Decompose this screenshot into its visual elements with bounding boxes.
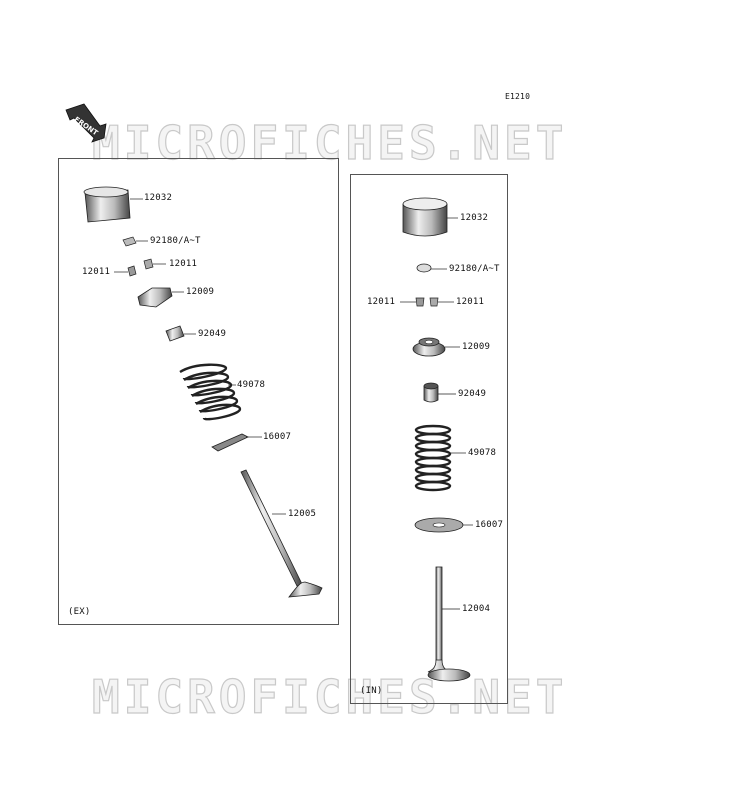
ex-part-seal[interactable]: 92049 (198, 329, 227, 339)
ex-part-valve[interactable]: 12005 (288, 509, 317, 519)
ex-shim-drawing (122, 236, 148, 247)
in-part-retainer[interactable]: 12009 (462, 342, 491, 352)
ex-part-spring-seat[interactable]: 16007 (263, 432, 292, 442)
ex-valve-drawing (240, 469, 323, 598)
in-part-tappet[interactable]: 12032 (460, 213, 489, 223)
in-keepers-drawing (400, 297, 454, 307)
in-tappet-drawing (402, 197, 458, 237)
in-spring-drawing (414, 424, 466, 492)
in-retainer-drawing (412, 337, 460, 357)
ex-part-shim[interactable]: 92180/A~T (150, 236, 201, 246)
ex-keepers-drawing (114, 258, 166, 277)
in-part-seal[interactable]: 92049 (458, 389, 487, 399)
in-part-keeper-left[interactable]: 12011 (367, 297, 396, 307)
in-part-valve[interactable]: 12004 (462, 604, 491, 614)
in-shim-drawing (416, 263, 447, 273)
in-part-spring-seat[interactable]: 16007 (475, 520, 504, 530)
ex-part-keeper-right[interactable]: 12011 (169, 259, 198, 269)
in-spring-seat-drawing (414, 517, 473, 533)
ex-seal-drawing (165, 325, 196, 342)
exhaust-panel (58, 158, 339, 625)
in-part-spring[interactable]: 49078 (468, 448, 497, 458)
in-panel-label: (IN) (360, 686, 383, 696)
ex-retainer-drawing (137, 287, 184, 308)
watermark-bottom: MICROFICHES.NET (91, 669, 568, 724)
watermark-top: MICROFICHES.NET (91, 115, 568, 170)
ex-spring-drawing (179, 363, 242, 421)
in-part-shim[interactable]: 92180/A~T (449, 264, 500, 274)
in-seal-drawing (423, 382, 456, 403)
ex-part-keeper-left[interactable]: 12011 (82, 267, 111, 277)
ex-spring-seat-drawing (211, 433, 262, 452)
in-valve-drawing (427, 566, 471, 682)
ex-part-spring[interactable]: 49078 (237, 380, 266, 390)
intake-panel (350, 174, 508, 704)
ex-part-retainer[interactable]: 12009 (186, 287, 215, 297)
ex-part-tappet[interactable]: 12032 (144, 193, 173, 203)
ex-panel-label: (EX) (68, 607, 91, 617)
front-arrow-icon: FRONT (65, 103, 107, 143)
diagram-code: E1210 (505, 92, 531, 101)
in-part-keeper-right[interactable]: 12011 (456, 297, 485, 307)
ex-tappet-drawing (83, 186, 143, 223)
